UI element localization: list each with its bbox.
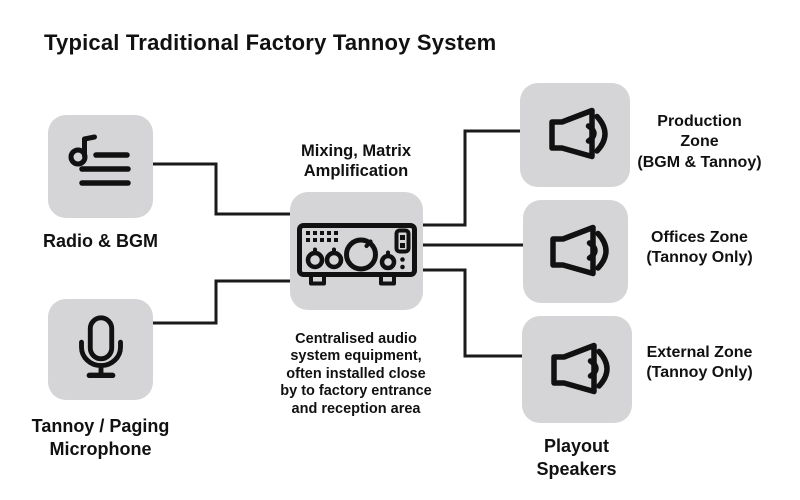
edge-radio-to-mixer bbox=[150, 162, 292, 216]
mixer-amplifier-node bbox=[290, 192, 423, 310]
mixer-caption: Centralised audio system equipment, ofte… bbox=[280, 331, 432, 417]
edge-microphone-to-mixer bbox=[150, 279, 292, 325]
music-playlist-icon bbox=[61, 127, 141, 207]
microphone-node bbox=[48, 299, 153, 400]
diagram-title: Typical Traditional Factory Tannoy Syste… bbox=[44, 30, 497, 55]
offices-zone-label: Offices Zone (Tannoy Only) bbox=[646, 229, 753, 267]
production-zone-speaker-node bbox=[520, 83, 630, 187]
radio-bgm-label: Radio & BGM bbox=[43, 231, 158, 251]
playout-speakers-label: Playout Speakers bbox=[536, 436, 617, 479]
amplifier-icon bbox=[296, 223, 417, 289]
speaker-icon bbox=[536, 212, 616, 292]
external-zone-speaker-node bbox=[522, 316, 632, 423]
edge-mixer-to-external-speaker bbox=[421, 268, 526, 358]
production-zone-label: Production Zone (BGM & Tannoy) bbox=[637, 113, 762, 171]
offices-zone-speaker-node bbox=[523, 200, 628, 303]
external-zone-label: External Zone (Tannoy Only) bbox=[646, 344, 753, 382]
microphone-label: Tannoy / Paging Microphone bbox=[31, 416, 170, 459]
microphone-icon bbox=[62, 311, 140, 389]
edge-mixer-to-production-speaker bbox=[421, 129, 524, 227]
radio-bgm-node bbox=[48, 115, 153, 218]
speaker-icon bbox=[537, 330, 617, 410]
speaker-icon bbox=[535, 95, 615, 175]
mixer-title: Mixing, Matrix Amplification bbox=[300, 142, 411, 181]
